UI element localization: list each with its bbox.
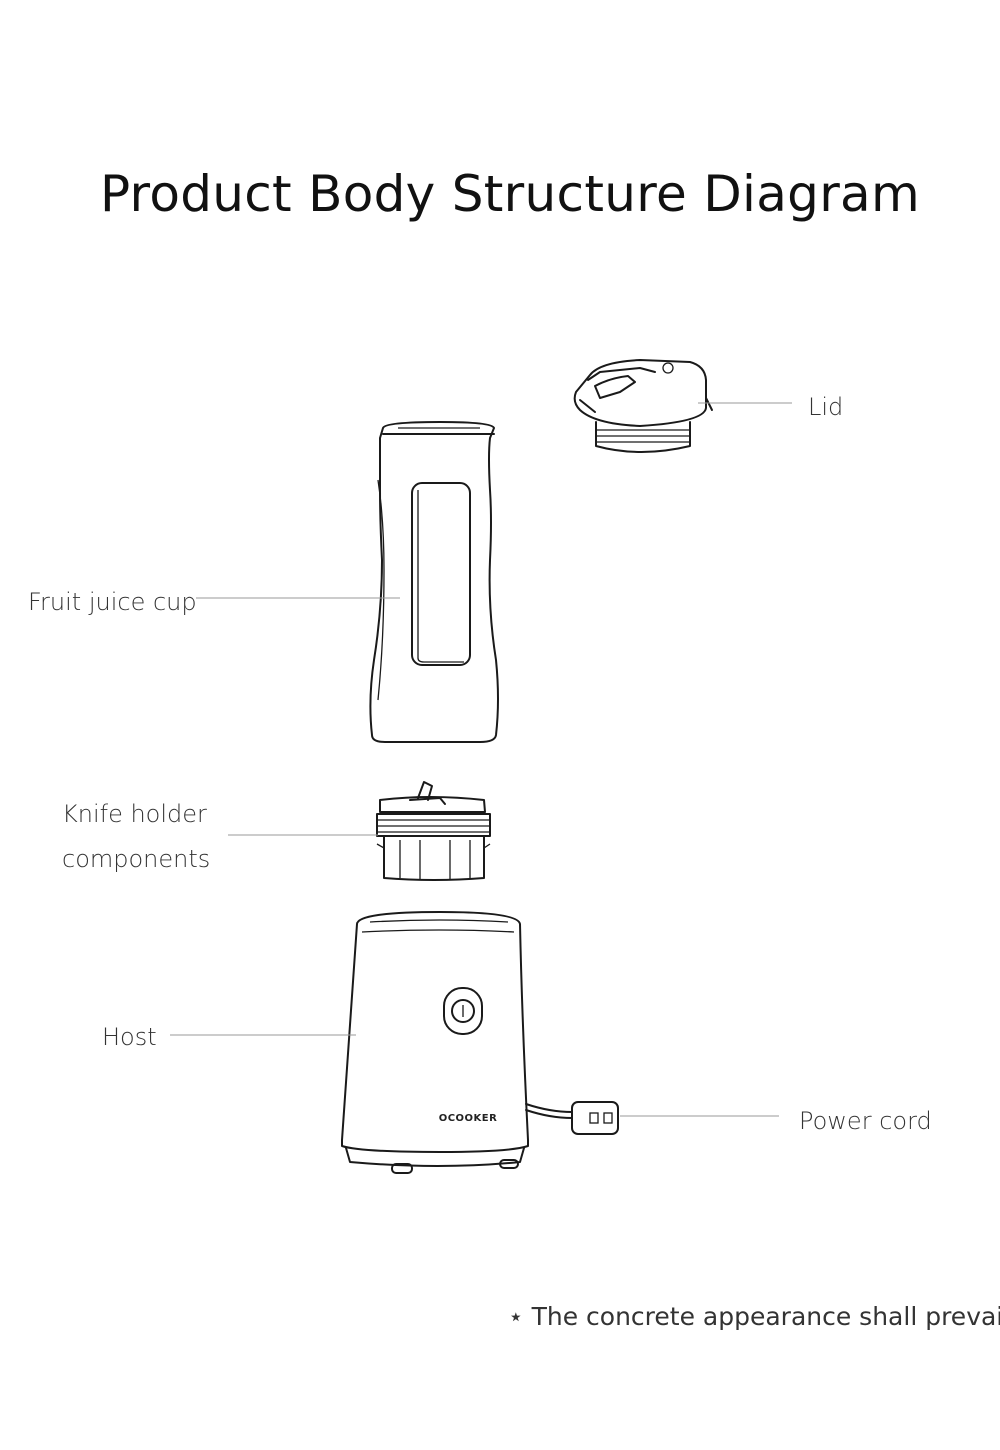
knife-holder-illustration	[376, 781, 491, 881]
cup-illustration	[369, 421, 499, 743]
page-title: Product Body Structure Diagram	[99, 165, 920, 223]
knife-holder-label-line2: components	[62, 845, 211, 873]
footnote: ⋆ The concrete appearance shall prevail	[508, 1302, 1000, 1331]
knife-holder-label-line1: Knife holder	[62, 800, 207, 828]
host-label: Host	[102, 1023, 157, 1051]
lid-illustration	[573, 359, 713, 453]
brand-logo: OCOOKER	[439, 1113, 498, 1124]
power-cord-label: Power cord	[799, 1107, 932, 1135]
cup-label: Fruit juice cup	[28, 588, 197, 616]
host-illustration: OCOOKER	[341, 911, 619, 1174]
lid-label: Lid	[808, 393, 844, 421]
